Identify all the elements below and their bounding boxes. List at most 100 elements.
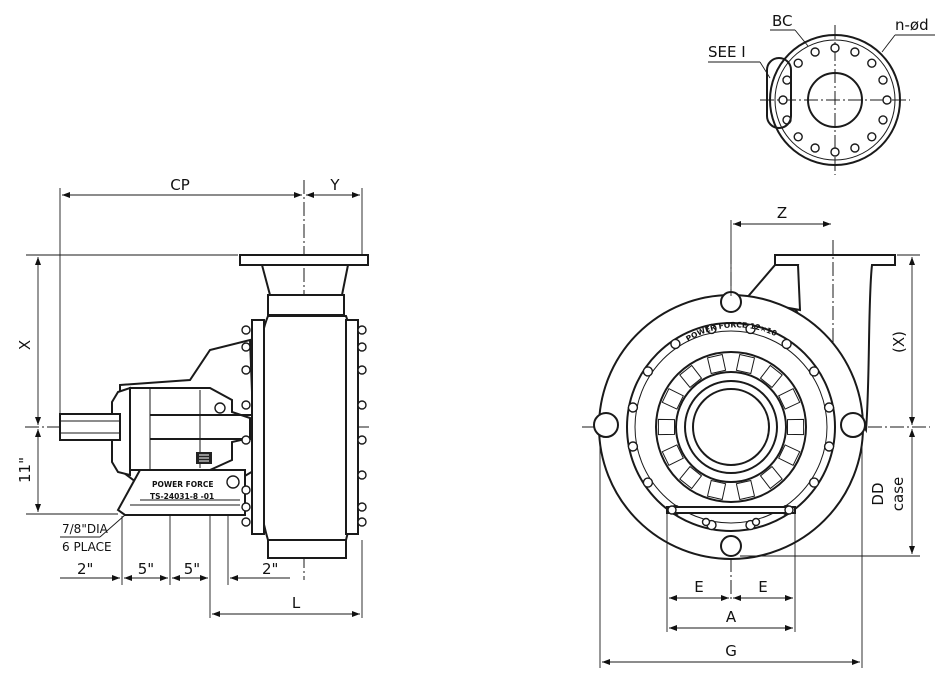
brand-logo-icon [196,452,212,464]
detail-flange-bolt [882,95,892,105]
front-flange-bolt [808,477,820,488]
front-flange-bolt [745,323,756,335]
cp-label: CP [170,176,190,194]
adjust-bolt-icon [214,402,226,414]
liner-rib [661,388,684,410]
front-flange-bolt [808,366,820,377]
front-flange-bolt [781,338,792,350]
liner-rib [778,388,801,410]
detail-flange-bolt [878,115,888,125]
base-plate-detail [130,499,240,506]
front-base-pad [666,506,796,514]
hole-callout-leader [99,514,126,538]
y-label: Y [329,176,340,194]
drive-shaft [59,413,121,441]
casing-bottom [267,539,347,559]
discharge-neck [261,264,349,296]
see-i-leader [759,61,771,79]
five-in-b-label: 5" [184,560,200,578]
front-view: POWER FORCE 12×10 Z (X) DD case E [582,204,930,668]
bc-leader [794,29,809,47]
e-left-label: E [694,578,703,596]
l-label: L [292,594,301,612]
suction-eye [692,388,770,466]
detail-flange-bolt [878,75,888,85]
detail-flange-bolt [793,58,803,68]
liner-rib [679,364,703,389]
front-flange-bolt [627,402,639,413]
x-label: X [16,340,34,350]
drain-plug-icon [226,475,240,489]
flange-detail-view: SEE I BC n-ød [708,12,935,175]
five-in-b-arrows [172,575,208,581]
n-phi-d-label: n-ød [895,16,929,34]
two-in-right-label: 2" [262,560,278,578]
detail-flange-bolt [778,95,788,105]
a-label: A [726,608,737,626]
liner-rib [735,353,756,375]
base-bolt-mid-right [751,517,761,527]
side-brand-text: POWER FORCE [152,480,214,489]
discharge-flange [239,254,369,266]
liner-rib [706,353,727,375]
front-flange-bolt [642,366,654,377]
two-in-left-arrow [112,575,120,581]
lug-bottom [720,535,742,557]
detail-flange-bolt [867,132,877,142]
front-flange-bolt [627,441,639,452]
see-i-callout-oval [766,57,792,129]
frame-plate-right [345,319,359,535]
two-in-left-label: 2" [77,560,93,578]
bc-label: BC [772,12,793,30]
base-bolt-right [784,505,794,515]
g-label: G [725,642,737,660]
liner-rib [759,364,783,389]
two-in-right-arrow [230,575,238,581]
front-flange-bolt [823,402,835,413]
liner-rib [679,465,703,490]
liner-ribs [657,353,805,501]
side-view: POWER FORCE TS-24031-8 -01 CP [16,176,372,618]
frame-plate-left [251,319,265,535]
left-plate-bolts [241,325,251,527]
hole-count-label: 6 PLACE [62,540,112,554]
front-flange-inner [634,330,828,524]
liner-rib [759,465,783,490]
front-flange-bolt [670,338,681,350]
see-i-label: SEE I [708,43,746,61]
detail-flange-bolt [830,147,840,157]
detail-flange-bolt [867,58,877,68]
side-model-text: TS-24031-8 -01 [150,492,214,501]
n-phi-d-leader [881,34,896,53]
detail-flange-bolt [830,43,840,53]
front-flange-bolt [642,477,654,488]
right-plate-bolts [357,325,367,527]
lug-right [840,412,866,438]
hole-dia-label: 7/8"DIA [62,522,109,536]
dd-case-label: case [889,477,907,511]
eleven-label: 11" [16,457,34,483]
detail-flange-bolt [850,47,860,57]
detail-flange-bolt [793,132,803,142]
detail-flange-bolt [850,143,860,153]
bearing-housing [129,387,251,471]
x-paren-label: (X) [890,331,908,353]
liner-rib [787,418,805,436]
pump-casing [253,315,359,541]
front-flange-bolt [706,323,717,335]
liner-rib [778,444,801,466]
z-label: Z [777,204,787,222]
lug-left [593,412,619,438]
base-bolt-mid-left [701,517,711,527]
front-flange-bolt [823,441,835,452]
liner-rib [706,479,727,501]
e-right-label: E [758,578,767,596]
shaft-keyway [59,420,121,434]
discharge-collar [267,294,345,316]
detail-flange-bolt [782,75,792,85]
base-bolt-left [667,505,677,515]
liner-rib [735,479,756,501]
liner-rib [657,418,675,436]
dd-label: DD [869,482,887,505]
